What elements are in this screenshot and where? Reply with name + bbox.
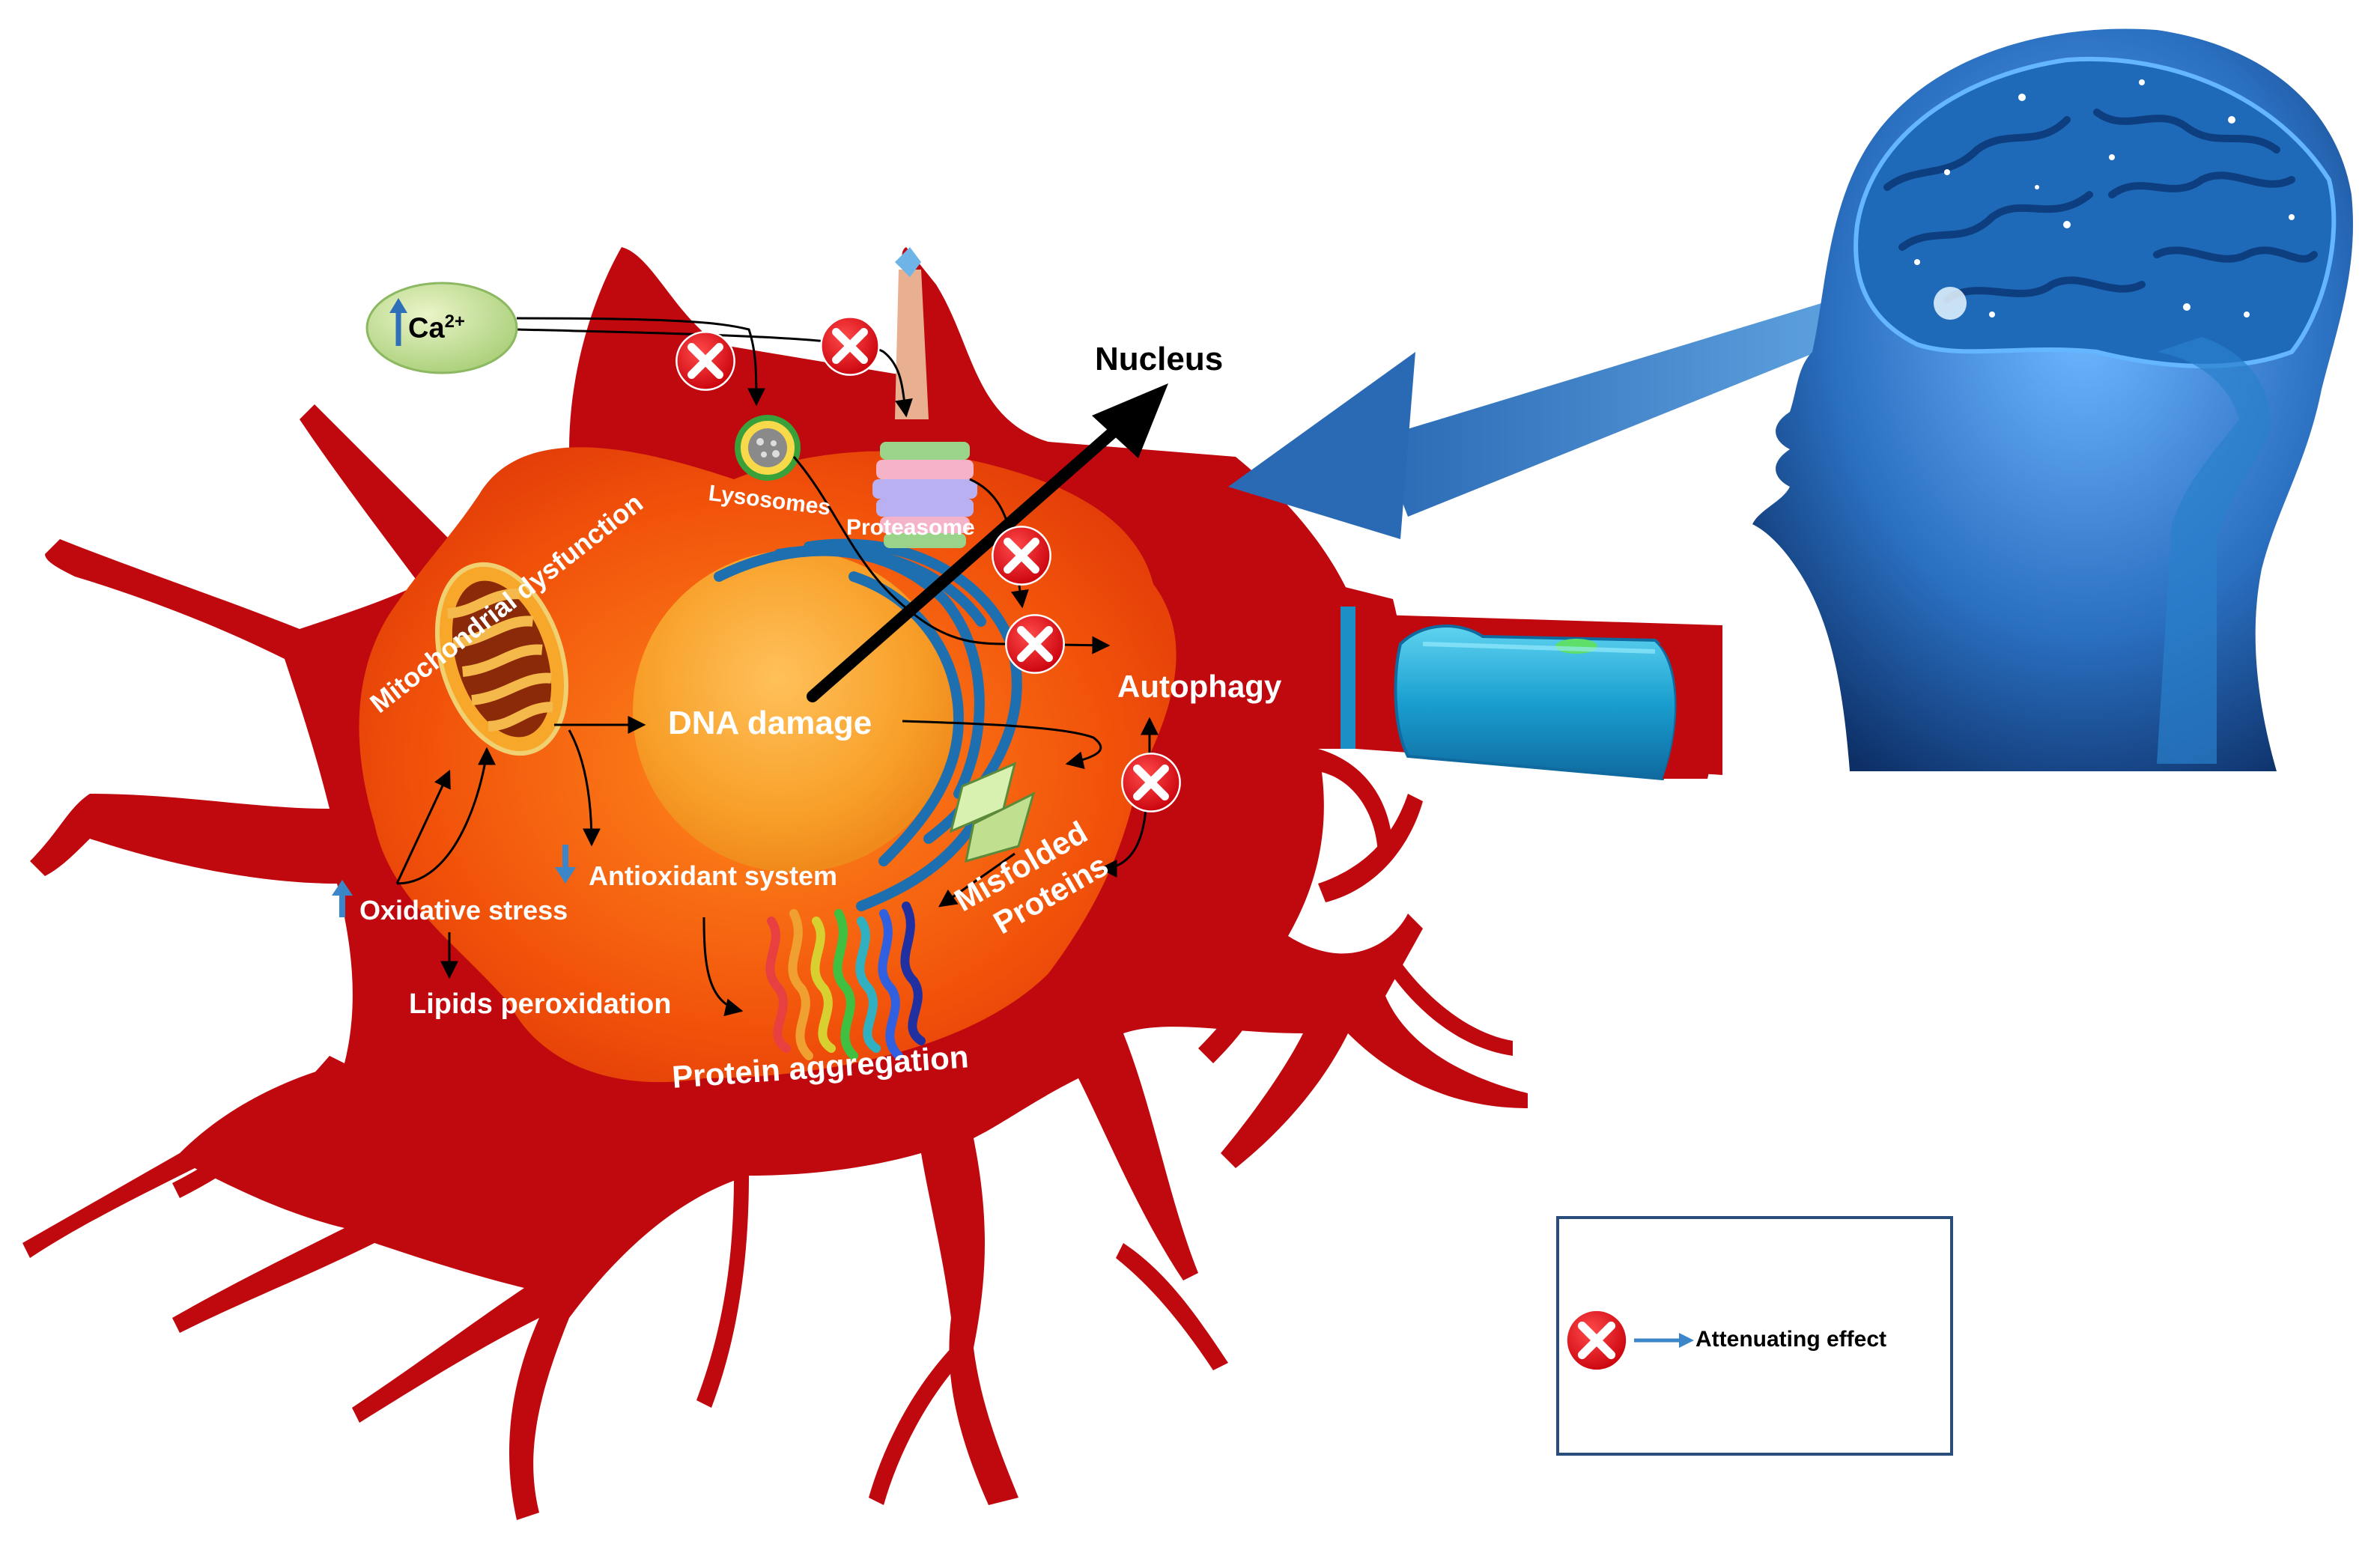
calcium-node [365,282,518,374]
calcium-symbol: Ca [408,312,445,344]
brain-head-icon [1752,28,2353,771]
down-arrow-icon [555,845,576,884]
up-arrow-icon [389,298,407,346]
inhibit-x-icon [821,317,878,374]
lysosome-icon [735,415,801,481]
nucleus-organelle [633,550,955,872]
inhibit-x-icon [992,526,1050,584]
inhibit-x-icon [1567,1310,1627,1371]
misfolded-protein-icon [949,762,1036,863]
protein-structure-icon [765,902,926,1060]
nucleus-label: Nucleus [1095,341,1224,377]
antioxidant-system-label: Antioxidant system [589,860,838,891]
legend-label: Attenuating effect [1695,1327,1886,1352]
up-arrow-icon [332,880,353,917]
legend-box: Attenuating effect [1556,1216,1953,1456]
legend-arrow-icon [1634,1333,1694,1348]
axon [1333,584,1722,781]
lipids-peroxidation-label: Lipids peroxidation [409,988,672,1020]
inhibit-x-icon [1122,753,1180,811]
proteasome-icon [872,247,977,548]
inhibit-x-icon [1006,615,1063,672]
inhibit-x-icon [676,332,734,389]
autophagy-label: Autophagy [1117,669,1282,704]
oxidative-stress-label: Oxidative stress [359,895,568,926]
proteasome-label: Proteasome [846,515,975,540]
calcium-charge: 2+ [444,312,465,332]
calcium-label: Ca2+ [408,313,465,343]
nucleus-pointer-arrow [807,383,1168,702]
mitochondrion-icon [434,562,569,756]
legend-symbols [1559,1219,1694,1451]
head-pointer-arrow [1228,270,1947,539]
dna-damage-label: DNA damage [668,705,872,741]
